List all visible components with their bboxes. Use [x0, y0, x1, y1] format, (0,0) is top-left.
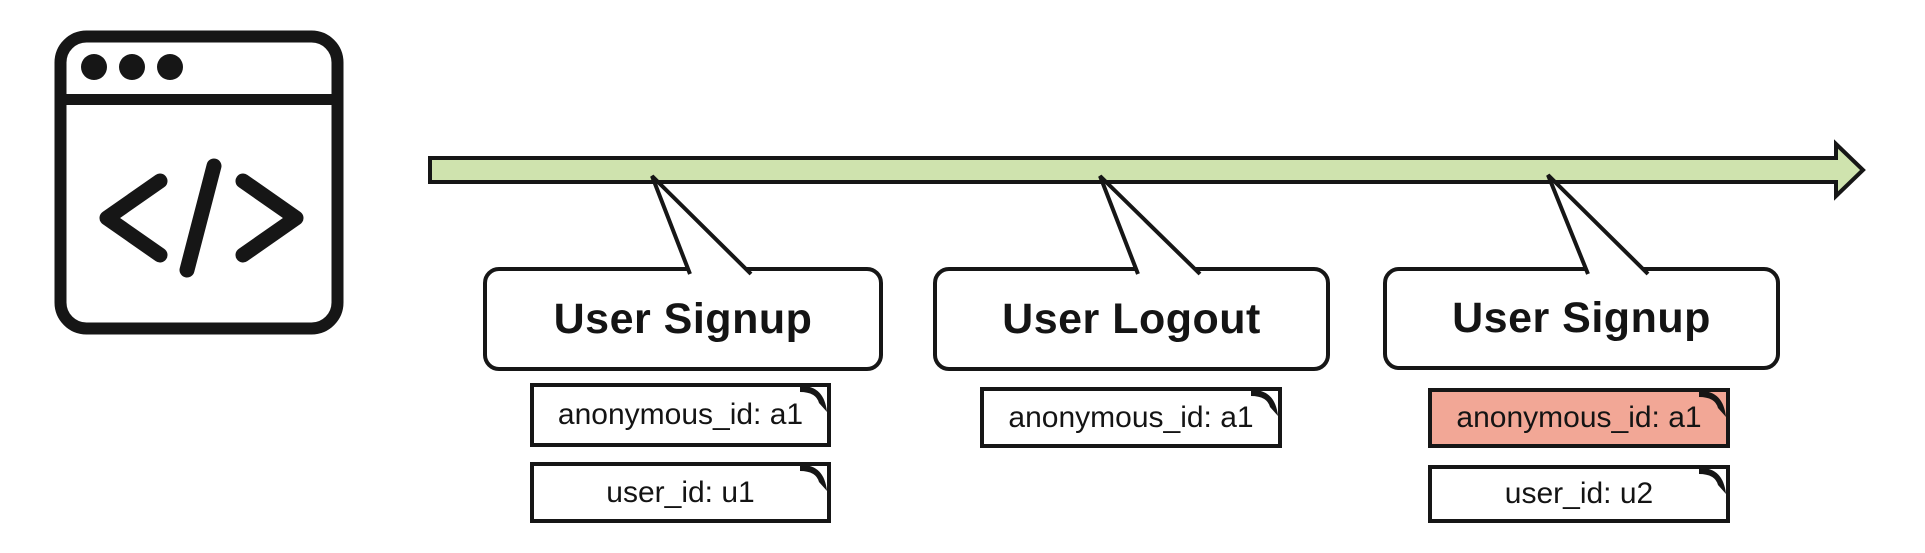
browser-dot-icon — [81, 54, 107, 80]
property-tag-text: user_id: u1 — [606, 475, 755, 509]
callout-pointer-1 — [650, 174, 753, 276]
code-glyph-icon — [99, 158, 304, 278]
property-tag-anonymous-id-3-highlighted: anonymous_id: a1 — [1428, 388, 1730, 448]
property-tag-text: anonymous_id: a1 — [1456, 401, 1702, 434]
property-tag-text: user_id: u2 — [1504, 477, 1654, 510]
callout-pointer-2 — [1098, 174, 1202, 276]
folded-corner-icon — [1699, 390, 1726, 417]
event-bubble-3: User Signup — [1383, 267, 1780, 370]
property-tag-anonymous-id-1: anonymous_id: a1 — [530, 383, 831, 447]
browser-frame — [54, 30, 344, 335]
property-tag-text: anonymous_id: a1 — [1008, 400, 1254, 434]
folded-corner-icon — [800, 385, 827, 412]
event-title-2: User Logout — [1002, 294, 1261, 343]
event-bubble-1: User Signup — [483, 267, 883, 371]
event-title-3: User Signup — [1452, 294, 1711, 342]
folded-corner-icon — [1251, 389, 1278, 416]
browser-dot-icon — [119, 54, 145, 80]
callout-pointer-3 — [1546, 173, 1650, 276]
folded-corner-icon — [800, 464, 827, 491]
event-title-1: User Signup — [553, 294, 813, 343]
property-tag-user-id-3: user_id: u2 — [1428, 465, 1730, 523]
folded-corner-icon — [1699, 467, 1726, 494]
timeline-arrow — [428, 139, 1866, 201]
browser-dot-icon — [157, 54, 183, 80]
property-tag-user-id-1: user_id: u1 — [530, 462, 831, 523]
event-bubble-2: User Logout — [933, 267, 1330, 371]
property-tag-anonymous-id-2: anonymous_id: a1 — [980, 387, 1282, 448]
property-tag-text: anonymous_id: a1 — [557, 398, 804, 431]
browser-code-icon — [54, 30, 344, 335]
